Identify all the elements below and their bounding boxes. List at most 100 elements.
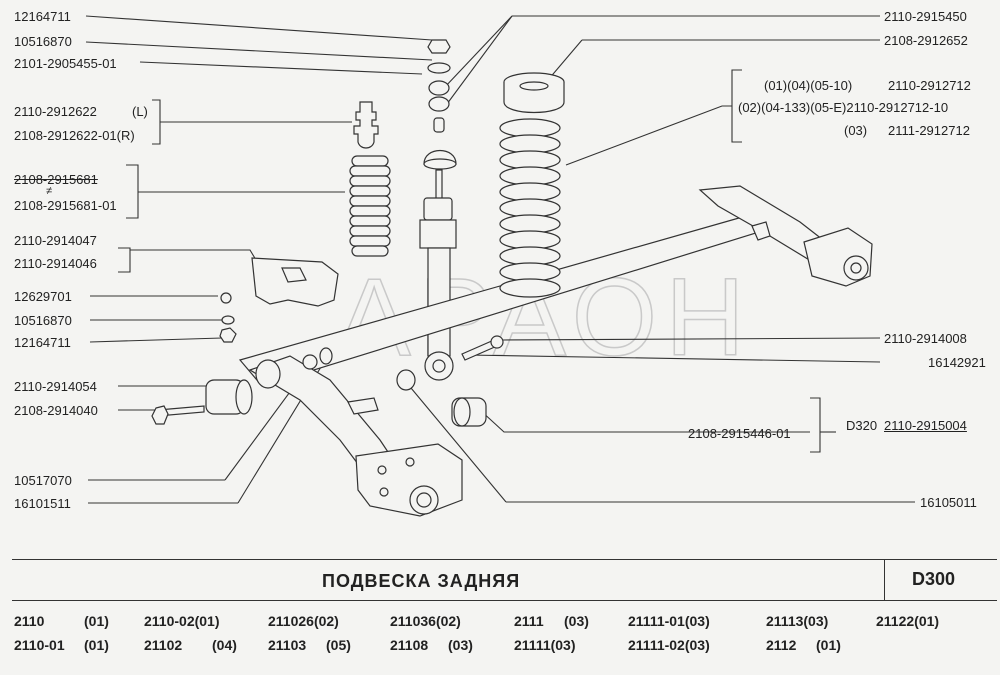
leader-l3	[139, 61, 423, 75]
label-l-side: (L)	[132, 104, 148, 119]
model-21108-mod: (03)	[448, 637, 473, 653]
model-21122: 21122(01)	[876, 613, 940, 629]
bracket-l4	[152, 99, 352, 145]
spring-insulator-hole	[519, 81, 549, 91]
leader-l2	[85, 41, 433, 61]
bump-stop	[353, 101, 379, 149]
label-2108-2915681-01: 2108-2915681-01	[14, 198, 117, 213]
footer-top-rule	[12, 559, 997, 560]
model-21111-02: 21111-02(03)	[628, 637, 710, 653]
washer-top	[427, 62, 451, 74]
flange-hole-2	[405, 457, 415, 467]
small-bracket-right	[751, 221, 771, 241]
model-21102-mod: (04)	[212, 637, 237, 653]
page-title: ПОДВЕСКА ЗАДНЯЯ	[322, 571, 521, 591]
label-16142921: 16142921	[928, 355, 986, 370]
label-2101-2905455-01: 2101-2905455-01	[14, 56, 117, 71]
label-d320: D320	[846, 418, 878, 433]
washer-arm-1	[302, 354, 318, 370]
label-16101511: 16101511	[14, 496, 71, 511]
leader-r6	[501, 337, 881, 341]
label-10516870-bot: 10516870	[14, 313, 72, 328]
model-21103-mod: (05)	[326, 637, 351, 653]
model-21108: 21108	[390, 637, 429, 653]
label-2110-2914054: 2110-2914054	[14, 379, 97, 394]
shock-bolt-head	[490, 335, 504, 349]
model-2110: 2110	[14, 613, 45, 629]
bracket-l6	[126, 164, 345, 219]
leader-r1c	[443, 15, 513, 109]
body-bracket	[251, 257, 339, 307]
label-12629701: 12629701	[14, 289, 72, 304]
label-mod-03: (03)	[844, 123, 868, 138]
label-2111-2912712: 2111-2912712	[888, 123, 970, 138]
cushion-lower	[428, 96, 450, 112]
model-2110-01-mod: (01)	[84, 637, 109, 653]
footer-divider	[884, 560, 885, 600]
model-2111: 2111	[514, 613, 544, 629]
model-2110-02: 2110-02(01)	[144, 613, 220, 629]
leader-r1b	[443, 15, 513, 89]
right-arm-eye-hole	[850, 262, 862, 274]
silent-block-face	[235, 379, 253, 415]
flange-eye-hole	[416, 492, 432, 508]
protective-boot	[349, 155, 391, 257]
label-2108-2914040: 2108-2914040	[14, 403, 98, 418]
label-mod-01-04-05-10: (01)(04)(05-10)	[764, 78, 853, 93]
label-2108-2915446-01: 2108-2915446-01	[688, 426, 791, 441]
nut-bracket	[219, 327, 237, 343]
model-21111-01: 21111-01(03)	[628, 613, 710, 629]
footer-mid-rule	[12, 600, 997, 601]
label-2110-2914047: 2110-2914047	[14, 233, 97, 248]
bracket-r8	[479, 397, 821, 453]
arm-bushing-left	[255, 359, 281, 389]
bolt-bracket	[220, 292, 232, 304]
bracket-r3	[565, 69, 742, 166]
nut-top	[427, 39, 451, 54]
label-16105011: 16105011	[920, 495, 977, 510]
model-21111: 21111(03)	[514, 637, 576, 653]
label-2108-2912622-01r: 2108-2912622-01(R)	[14, 128, 135, 143]
leader-r2b	[547, 39, 583, 81]
bushing-large-face	[453, 397, 471, 427]
bolt-head	[151, 405, 169, 425]
model-2110-01: 2110-01	[14, 637, 65, 653]
suspension-diagram: АРАОН	[85, 15, 915, 517]
label-2110-2914046: 2110-2914046	[14, 256, 97, 271]
label-not-equal: ≠	[46, 185, 53, 197]
label-2110-2914008: 2110-2914008	[884, 331, 967, 346]
label-12164711-top: 12164711	[14, 9, 71, 24]
model-2112: 2112	[766, 637, 797, 653]
washer-bracket	[221, 315, 235, 325]
label-2110-2915004: 2110-2915004	[884, 418, 967, 433]
model-211026: 211026(02)	[268, 613, 339, 629]
leader-l1	[85, 15, 433, 41]
wheel-flange	[355, 443, 463, 517]
model-2111-mod: (03)	[564, 613, 589, 629]
cushion-upper	[428, 80, 450, 96]
leader-r10b	[405, 381, 507, 503]
label-10517070: 10517070	[14, 473, 72, 488]
page-code: D300	[912, 569, 956, 589]
bushing-small	[396, 369, 416, 391]
label-2110-2912712-10: (02)(04-133)(05-E)2110-2912712-10	[738, 100, 949, 115]
model-2112-mod: (01)	[816, 637, 841, 653]
model-211036: 211036(02)	[390, 613, 461, 629]
bracket-l8	[118, 247, 263, 273]
model-2110-mod: (01)	[84, 613, 109, 629]
flange-hole-1	[377, 465, 387, 475]
flange-hole-3	[379, 487, 389, 497]
hose-bracket	[347, 397, 379, 415]
label-2108-2915681: 2108-2915681	[14, 172, 98, 187]
label-2110-2912712: 2110-2912712	[888, 78, 971, 93]
label-2110-2912622: 2110-2912622	[14, 104, 97, 119]
rod-sleeve	[433, 117, 445, 133]
model-21113: 21113(03)	[766, 613, 829, 629]
model-21102: 21102	[144, 637, 183, 653]
model-21103: 21103	[268, 637, 307, 653]
label-12164711-bot: 12164711	[14, 335, 71, 350]
strut-mount-base	[423, 158, 457, 170]
label-2110-2915450: 2110-2915450	[884, 9, 967, 24]
spring-insulator-body	[503, 82, 565, 114]
leader-l12	[89, 337, 223, 343]
